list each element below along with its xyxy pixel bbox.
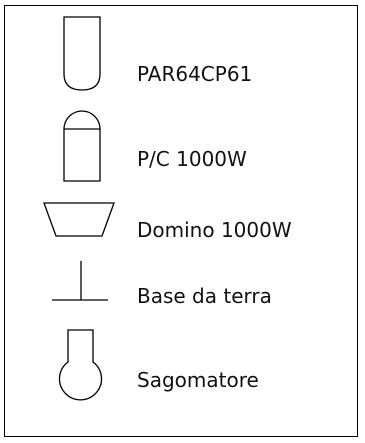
par64-lamp-icon — [63, 16, 101, 91]
legend-label-pc: P/C 1000W — [137, 147, 247, 171]
profile-spot-icon — [58, 329, 103, 401]
legend-label-par64: PAR64CP61 — [137, 62, 253, 86]
pc-spotlight-icon — [63, 110, 101, 182]
legend-box: PAR64CP61 P/C 1000W Domino 1000W Base da… — [4, 5, 358, 437]
floor-stand-icon — [52, 261, 108, 301]
legend-label-domino: Domino 1000W — [137, 218, 292, 242]
legend-label-floor-stand: Base da terra — [137, 284, 272, 308]
legend-label-profile-spot: Sagomatore — [137, 368, 259, 392]
domino-light-icon — [43, 202, 115, 237]
